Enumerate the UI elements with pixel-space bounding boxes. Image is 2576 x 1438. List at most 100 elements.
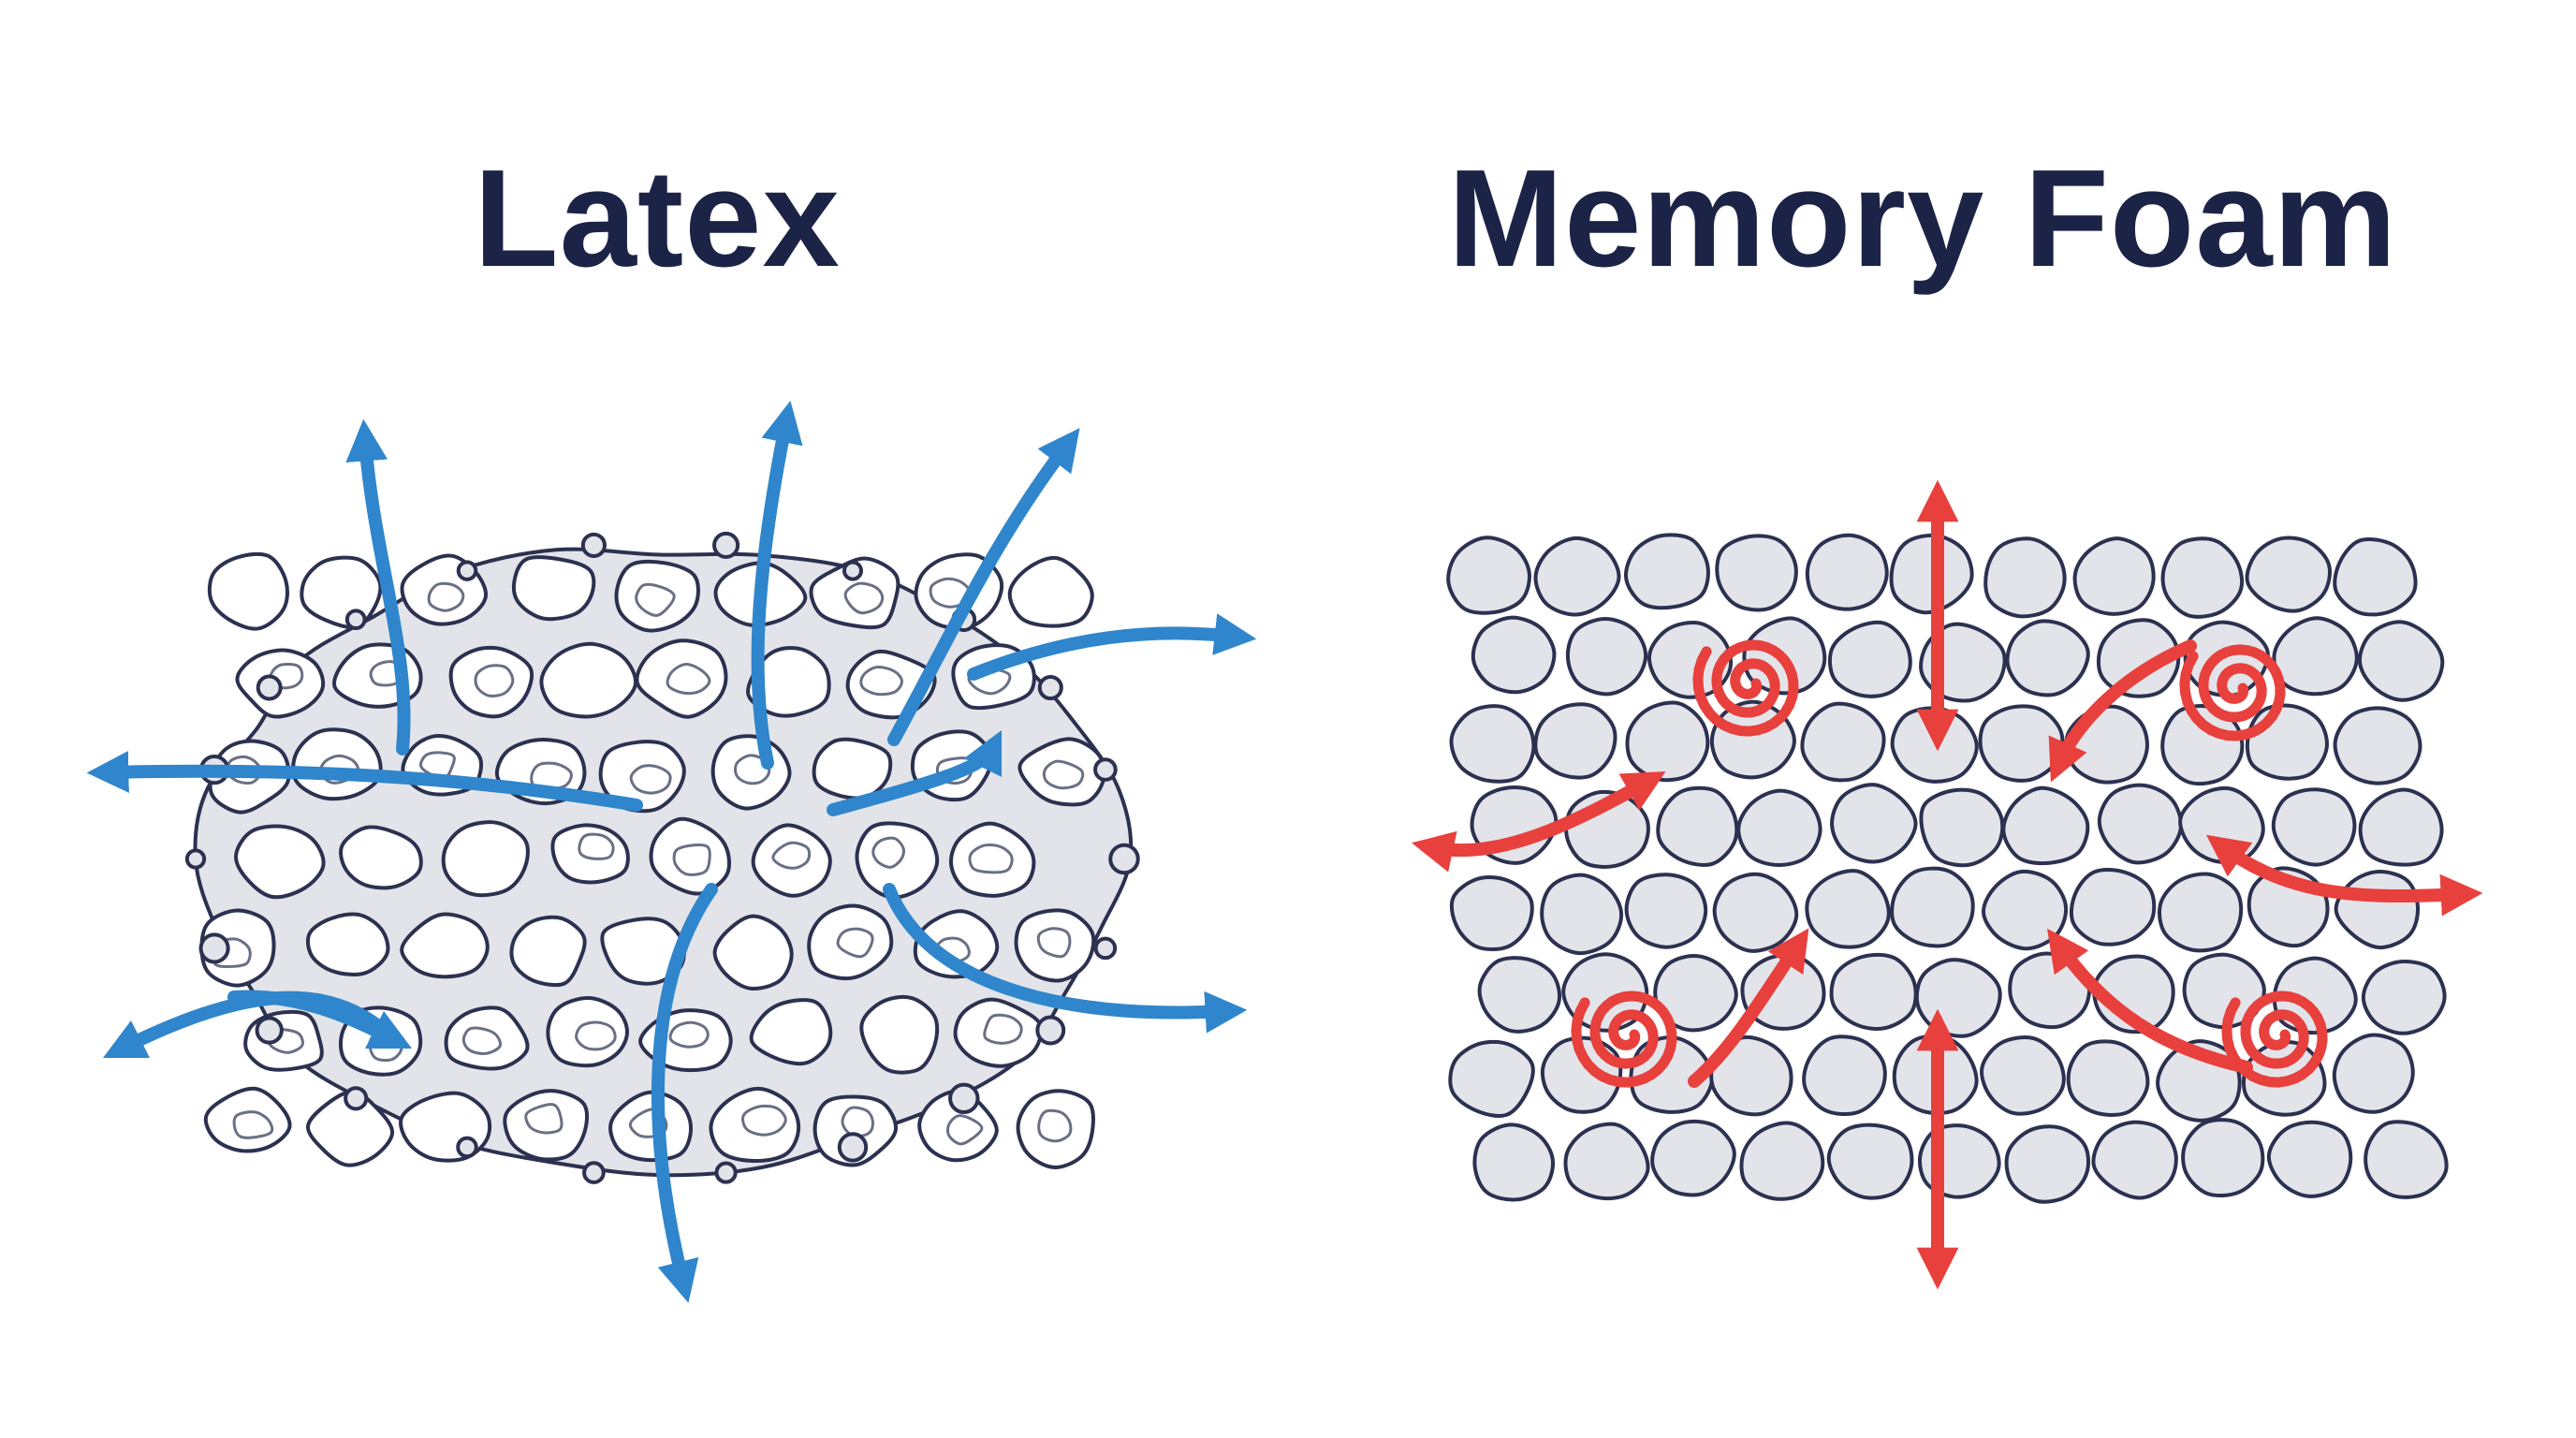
latex-open-pore bbox=[300, 555, 383, 630]
latex-inner-strut bbox=[427, 581, 465, 612]
latex-open-pore bbox=[953, 997, 1044, 1068]
memory-foam-closed-cell bbox=[1805, 869, 1891, 949]
memory-foam-closed-cell bbox=[1449, 875, 1534, 952]
latex-open-pore bbox=[207, 551, 289, 631]
latex-open-pore bbox=[812, 1094, 899, 1167]
memory-foam-closed-cell bbox=[1533, 702, 1617, 780]
latex-inner-strut bbox=[578, 832, 615, 860]
latex-open-pore bbox=[1016, 1089, 1095, 1169]
latex-open-pore bbox=[614, 559, 700, 633]
latex-edge-nodule bbox=[256, 674, 283, 701]
latex-edge-nodule bbox=[837, 1132, 869, 1163]
memory-foam-closed-cell bbox=[2333, 706, 2422, 785]
memory-foam-closed-cell bbox=[2158, 872, 2244, 953]
memory-foam-title: Memory Foam bbox=[1447, 141, 2398, 296]
memory-foam-closed-cell bbox=[2272, 616, 2359, 697]
latex-open-pore bbox=[441, 820, 530, 898]
memory-foam-closed-cell bbox=[1829, 952, 1918, 1031]
memory-foam-closed-cell bbox=[2266, 1120, 2353, 1198]
memory-foam-closed-cell bbox=[1448, 1039, 1535, 1119]
latex-open-pore bbox=[913, 909, 1000, 979]
latex-edge-nodule bbox=[1035, 1015, 1066, 1046]
latex-open-pore bbox=[243, 1009, 324, 1072]
latex-open-pore bbox=[855, 821, 940, 900]
memory-foam-heat-arrow bbox=[1412, 771, 1666, 873]
latex-edge-nodule bbox=[1037, 674, 1063, 701]
latex-open-pore bbox=[749, 998, 833, 1066]
latex-inner-strut bbox=[672, 844, 711, 876]
latex-inner-strut bbox=[1036, 927, 1072, 959]
memory-foam-closed-cell bbox=[2004, 1124, 2091, 1204]
memory-foam-closed-cell bbox=[1540, 873, 1624, 956]
memory-foam-closed-cell bbox=[2334, 870, 2421, 950]
memory-foam-closed-cell bbox=[1802, 1034, 1887, 1117]
latex-edge-nodule bbox=[255, 1016, 284, 1045]
memory-foam-closed-cell bbox=[1471, 615, 1557, 695]
latex-open-pore bbox=[546, 995, 629, 1068]
latex-open-pore bbox=[448, 645, 534, 719]
latex-inner-strut bbox=[628, 1108, 668, 1138]
memory-foam-closed-cell bbox=[1739, 1121, 1825, 1201]
latex-edge-nodule bbox=[842, 560, 864, 581]
latex-open-pore bbox=[807, 903, 894, 981]
latex-open-pore bbox=[809, 556, 900, 630]
latex-inner-strut bbox=[668, 1020, 710, 1049]
memory-foam-closed-cell bbox=[1890, 866, 1975, 948]
latex-inner-strut bbox=[461, 1026, 503, 1055]
latex-inner-strut bbox=[945, 1114, 984, 1146]
latex-inner-strut bbox=[836, 927, 874, 959]
memory-foam-closed-cell bbox=[2271, 787, 2357, 867]
memory-foam-closed-cell bbox=[2364, 1120, 2449, 1199]
memory-foam-closed-cell bbox=[1826, 1123, 1914, 1200]
latex-inner-strut bbox=[474, 664, 515, 697]
latex-open-pore bbox=[234, 824, 326, 900]
latex-airflow-arrow bbox=[751, 401, 803, 770]
memory-foam-heat-arrow bbox=[1688, 928, 1809, 1088]
memory-foam-closed-cell bbox=[2332, 1033, 2415, 1114]
latex-edge-nodule bbox=[344, 609, 367, 631]
memory-foam-closed-cell bbox=[1712, 872, 1799, 953]
memory-foam-closed-cell bbox=[1736, 788, 1822, 868]
latex-title: Latex bbox=[474, 141, 841, 296]
latex-airflow-arrow bbox=[345, 418, 411, 756]
latex-edge-nodule bbox=[948, 1082, 980, 1115]
memory-foam-heat-arrow bbox=[2205, 834, 2483, 917]
memory-foam-closed-cell bbox=[2091, 1120, 2178, 1200]
memory-foam-closed-cell bbox=[1565, 616, 1648, 697]
latex-airflow-arrows bbox=[86, 401, 1257, 1303]
memory-foam-closed-cell bbox=[1533, 536, 1621, 617]
latex-airflow-arrow bbox=[883, 883, 1248, 1034]
memory-foam-closed-cell bbox=[1625, 700, 1710, 783]
memory-foam-heat-swirl bbox=[2221, 990, 2328, 1088]
memory-foam-closed-cell bbox=[1650, 1119, 1736, 1197]
latex-inner-strut bbox=[771, 841, 812, 870]
latex-inner-strut bbox=[871, 836, 906, 869]
memory-foam-closed-cell bbox=[1624, 873, 1708, 949]
latex-inner-strut bbox=[734, 754, 771, 785]
latex-airflow-arrow bbox=[967, 613, 1257, 681]
latex-inner-strut bbox=[968, 844, 1014, 874]
memory-foam-closed-cell bbox=[2160, 704, 2245, 786]
memory-foam-closed-cell bbox=[2097, 783, 2184, 865]
memory-foam-closed-cell bbox=[2361, 959, 2447, 1035]
memory-foam-closed-cell bbox=[2357, 620, 2445, 702]
memory-foam-closed-cell bbox=[2358, 787, 2444, 867]
latex-inner-strut bbox=[232, 1110, 274, 1139]
latex-open-pore bbox=[812, 737, 893, 800]
latex-airflow-arrow bbox=[651, 883, 718, 1303]
memory-foam-closed-cell bbox=[1709, 1034, 1793, 1117]
memory-foam-closed-cell bbox=[2245, 703, 2329, 781]
memory-foam-closed-cell bbox=[2160, 536, 2245, 619]
latex-airflow-arrow bbox=[887, 428, 1080, 746]
latex-inner-strut bbox=[741, 1104, 787, 1137]
memory-foam-closed-cell bbox=[1472, 1123, 1556, 1202]
memory-foam-closed-cell bbox=[1982, 869, 2069, 951]
memory-foam-closed-cell bbox=[2182, 952, 2266, 1030]
memory-foam-closed-cell bbox=[1656, 785, 1739, 867]
latex-open-pore bbox=[509, 915, 587, 988]
latex-open-pore bbox=[608, 1090, 694, 1163]
memory-foam-heat-arrows bbox=[1412, 479, 2483, 1290]
memory-foam-closed-cell bbox=[1563, 1122, 1650, 1201]
memory-foam-closed-cell bbox=[1647, 621, 1734, 699]
latex-open-pore bbox=[511, 555, 596, 622]
